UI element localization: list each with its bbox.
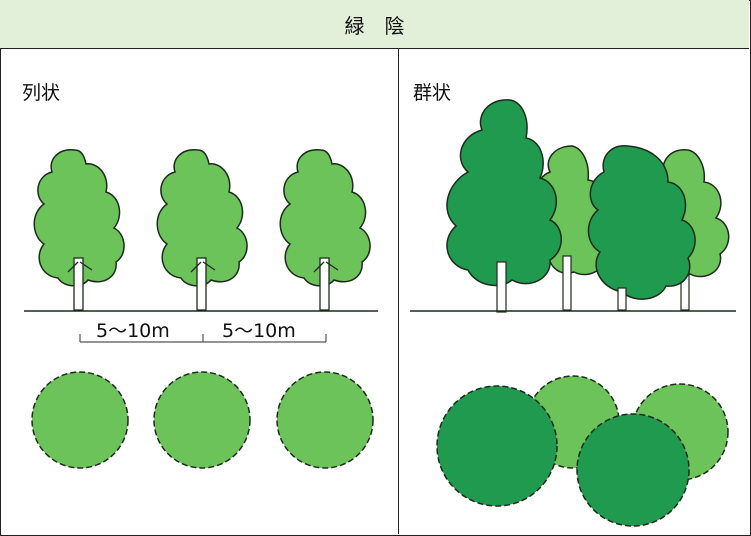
spacing-bracket xyxy=(79,334,327,343)
tree-side-2 xyxy=(156,149,248,311)
cluster-planting-label: 群状 xyxy=(413,82,452,104)
page-title: 緑 陰 xyxy=(0,0,749,49)
row-planting-label: 列状 xyxy=(22,82,61,104)
tree-top-2 xyxy=(153,371,251,469)
panel-divider xyxy=(398,49,399,534)
tree-side-1 xyxy=(33,149,125,311)
spacing-label-2: 5〜10m xyxy=(222,320,296,342)
tree-top-3 xyxy=(276,371,374,469)
cluster-tree-dark-large xyxy=(446,99,562,313)
cluster-top-dark-left xyxy=(436,385,558,507)
tree-top-1 xyxy=(31,371,129,469)
spacing-label-1: 5〜10m xyxy=(96,320,170,342)
tree-side-3 xyxy=(279,149,371,311)
cluster-tree-dark-front xyxy=(587,145,696,311)
cluster-top-dark-center xyxy=(576,413,690,527)
